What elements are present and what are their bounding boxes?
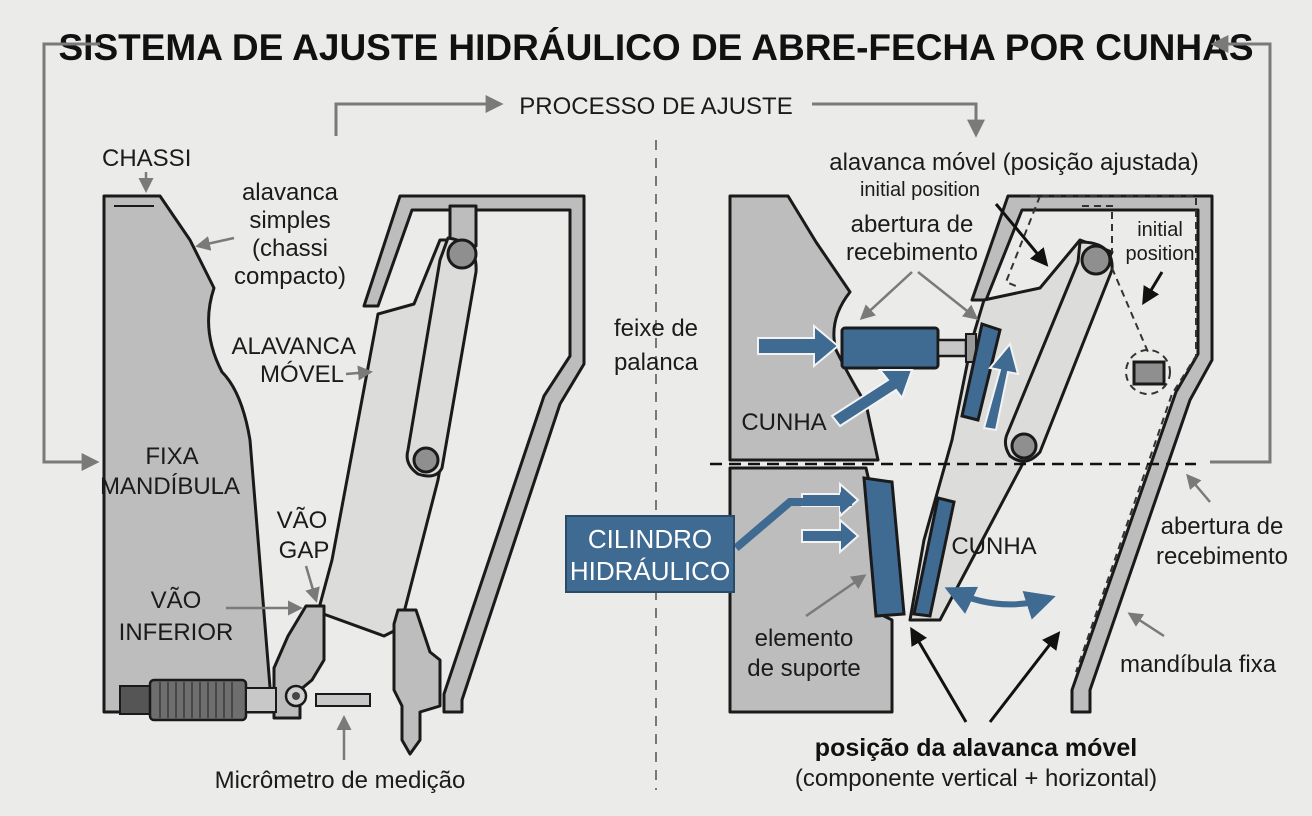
pointer-lever-position-left <box>910 626 968 723</box>
label-wedge-bottom: CUNHA <box>951 533 1036 560</box>
upper-cylinder-body <box>840 326 940 370</box>
pointer-initial-position-2 <box>1142 271 1164 306</box>
label-lever-position: posição da alavanca móvel <box>815 734 1137 762</box>
label-beam-2: palanca <box>614 349 699 376</box>
process-label: PROCESSO DE AJUSTE <box>519 93 792 120</box>
pointer-opening-top-right <box>917 271 979 320</box>
upper-cylinder-rod <box>936 338 968 358</box>
label-micrometer: Micrômetro de medição <box>215 767 466 794</box>
horizontal-motion-arrow <box>944 586 1056 620</box>
pointer-lever-position-right <box>988 631 1061 723</box>
hydraulic-cylinder-box <box>565 515 735 593</box>
support-element <box>862 476 906 618</box>
label-wedge-top: CUNHA <box>741 409 826 436</box>
lower-wedge <box>912 496 956 618</box>
wedge-lift-arrow <box>982 341 1020 432</box>
label-fixed-jaw-2: MANDÍBULA <box>100 473 240 500</box>
right-upper-pivot-pin <box>1080 244 1112 276</box>
micrometer-lock-screw <box>292 692 300 700</box>
pointer-moving-lever <box>345 365 373 381</box>
right-lower-pivot-pin <box>1010 432 1038 460</box>
initial-position-pin-outline <box>1125 349 1171 395</box>
pointer-fixed-jaw-right <box>1127 612 1165 638</box>
label-initial-position-2b: position <box>1126 243 1195 265</box>
micrometer-spindle <box>315 693 371 707</box>
cylinder-feed-line <box>733 498 852 552</box>
label-simple-lever-4: compacto) <box>234 263 346 290</box>
cylinder-feed-head <box>840 492 852 512</box>
pointer-opening-top-left <box>859 271 913 321</box>
label-moving-lever-1: ALAVANCA <box>232 333 357 360</box>
fixed-jaw-body <box>102 194 274 714</box>
label-chassi: CHASSI <box>102 145 191 172</box>
pointer-opening-right <box>1186 473 1211 503</box>
micrometer-sleeve <box>245 687 277 713</box>
label-moving-lever-2: MÓVEL <box>260 361 344 388</box>
micrometer-knurl <box>159 682 233 718</box>
process-flow-right <box>812 102 985 138</box>
pointer-initial-position-1 <box>994 203 1049 267</box>
label-opening-right-2: recebimento <box>1156 543 1288 570</box>
label-adjusted-lever: alavanca móvel (posição ajustada) <box>829 149 1199 176</box>
label-initial-position-2a: initial <box>1137 219 1183 241</box>
label-lever-position-sub: (componente vertical + horizontal) <box>795 765 1157 792</box>
label-support-element-2: de suporte <box>747 655 860 682</box>
label-opening-top-2: recebimento <box>846 239 978 266</box>
right-moving-frame <box>970 194 1214 714</box>
label-opening-top-1: abertura de <box>851 211 974 238</box>
label-fixed-jaw-1: FIXA <box>145 443 198 470</box>
label-simple-lever-1: alavanca <box>242 179 339 206</box>
pointer-support-element <box>805 574 867 618</box>
diagram-title: SISTEMA DE AJUSTE HIDRÁULICO DE ABRE-FEC… <box>58 27 1253 68</box>
upper-wedge <box>960 322 1002 422</box>
initial-pin-stub <box>1132 360 1166 386</box>
pressure-arrow-low <box>801 517 860 555</box>
process-flow-left <box>334 95 504 136</box>
label-cylinder-2: HIDRÁULICO <box>570 556 730 586</box>
right-flow-arrow <box>1210 35 1272 464</box>
left-assembly <box>102 194 586 756</box>
moving-jaw-frame <box>362 194 586 714</box>
lower-pivot-pin <box>412 446 440 474</box>
label-gap-1: VÃO <box>277 507 328 534</box>
label-support-element-1: elemento <box>755 625 854 652</box>
label-lower-gap-1: VÃO <box>151 587 202 614</box>
wedge-push-arrow-upper <box>830 369 914 428</box>
upper-pivot-pin <box>446 238 478 270</box>
pointer-simple-lever <box>195 236 235 251</box>
initial-position-outline <box>1004 195 1197 673</box>
label-simple-lever-2: simples <box>249 207 330 234</box>
label-lower-gap-2: INFERIOR <box>119 619 234 646</box>
label-initial-position-1: initial position <box>860 179 980 201</box>
pressure-arrow-upper <box>757 323 840 369</box>
label-simple-lever-3: (chassi <box>252 235 328 262</box>
label-gap-2: GAP <box>279 537 330 564</box>
label-fixed-jaw-right: mandíbula fixa <box>1120 651 1277 678</box>
label-cylinder-1: CILINDRO <box>588 524 712 554</box>
gap-block-right <box>392 608 442 756</box>
label-beam-1: feixe de <box>614 315 698 342</box>
micrometer-thimble-end <box>119 685 151 715</box>
initial-position-link-outline <box>1111 267 1149 353</box>
label-opening-right-1: abertura de <box>1161 513 1284 540</box>
pointer-gap <box>304 565 320 603</box>
left-flow-arrow <box>42 42 100 471</box>
